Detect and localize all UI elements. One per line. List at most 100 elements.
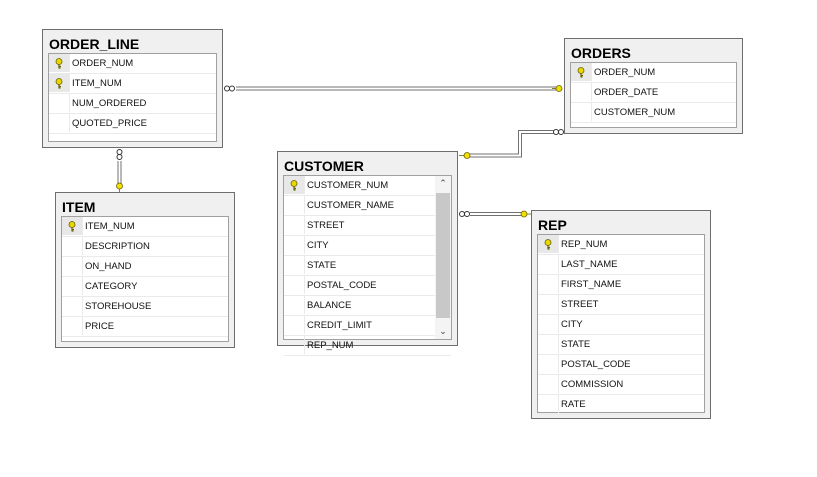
scroll-down-icon[interactable]: ⌄ [439,326,447,336]
column-name: REP_NUM [307,340,354,351]
column-row[interactable]: CUSTOMER_NUM [284,176,451,196]
table-title: ORDER_LINE [49,36,140,52]
column-name: STREET [561,299,599,310]
row-selector [49,94,70,112]
column-list[interactable]: ORDER_NUM ORDER_DATE CUSTOMER_NUM [570,62,737,128]
column-row[interactable]: ITEM_NUM [62,217,228,237]
column-row[interactable]: STOREHOUSE [62,297,228,317]
column-list[interactable]: REP_NUM LAST_NAME FIRST_NAME STREET CITY STAT… [537,234,705,415]
column-row[interactable]: COMMISSION [538,375,704,395]
column-row[interactable]: STATE [284,256,451,276]
column-row[interactable]: STREET [538,295,704,315]
column-row[interactable]: CITY [538,315,704,335]
row-selector [62,277,83,295]
column-name: REP_NUM [561,239,608,250]
key-end-icon [116,182,123,192]
column-row[interactable]: FIRST_NAME [538,275,704,295]
column-row[interactable]: ORDER_NUM [571,63,736,83]
column-row[interactable]: CUSTOMER_NAME [284,196,451,216]
column-row[interactable]: QUOTED_PRICE [49,114,216,134]
column-row[interactable]: STREET [284,216,451,236]
column-row[interactable]: NUM_ORDERED [49,94,216,114]
column-row[interactable]: ON_HAND [62,257,228,277]
column-name: BALANCE [307,300,352,311]
many-end-icon [116,149,123,160]
column-row[interactable]: STATE [538,335,704,355]
column-name: CUSTOMER_NAME [307,200,394,211]
column-name: PRICE [85,321,115,332]
scroll-thumb[interactable] [436,193,450,318]
row-selector [284,196,305,214]
table-order-line[interactable]: ORDER_LINE ORDER_NUM ITEM_NUM NUM_ORDERED QU… [42,29,223,148]
column-name: CITY [561,319,583,330]
many-end-icon [459,211,470,217]
column-row[interactable]: CREDIT_LIMIT [284,316,451,336]
table-title: REP [538,217,567,233]
column-name: ORDER_NUM [72,58,134,69]
row-selector [62,237,83,255]
primary-key-icon [49,54,70,72]
column-row[interactable]: ORDER_DATE [571,83,736,103]
column-list[interactable]: ORDER_NUM ITEM_NUM NUM_ORDERED QUOTED_PRICE [48,53,217,142]
column-row[interactable]: CITY [284,236,451,256]
column-list[interactable]: CUSTOMER_NUM CUSTOMER_NAME STREET CITY STATE… [283,175,452,356]
column-row[interactable]: ITEM_NUM [49,74,216,94]
primary-key-icon [49,74,70,92]
column-row[interactable]: CATEGORY [62,277,228,297]
row-selector [538,395,559,413]
column-row[interactable]: BALANCE [284,296,451,316]
column-row[interactable]: PRICE [62,317,228,337]
row-selector [284,276,305,294]
table-rep[interactable]: REP REP_NUM LAST_NAME FIRST_NAME STREET CITY S… [531,210,711,419]
column-name: ITEM_NUM [72,78,122,89]
column-name: ITEM_NUM [85,221,135,232]
column-row[interactable]: RATE [538,395,704,415]
scrollbar[interactable]: ⌃⌄ [435,176,451,339]
key-end-icon [459,152,471,159]
row-selector [538,355,559,373]
column-row[interactable]: DESCRIPTION [62,237,228,257]
row-selector [284,316,305,334]
column-row[interactable]: LAST_NAME [538,255,704,275]
column-row[interactable]: REP_NUM [284,336,451,356]
column-row[interactable]: ORDER_NUM [49,54,216,74]
key-end-icon [552,85,563,92]
column-name: STATE [307,260,337,271]
row-selector [284,236,305,254]
column-name: CREDIT_LIMIT [307,320,372,331]
primary-key-icon [284,176,305,194]
column-row[interactable]: CUSTOMER_NUM [571,103,736,123]
scroll-up-icon[interactable]: ⌃ [439,178,447,188]
column-row[interactable]: POSTAL_CODE [538,355,704,375]
column-name: STREET [307,220,345,231]
row-selector [49,114,70,132]
column-row[interactable]: REP_NUM [538,235,704,255]
column-name: CUSTOMER_NUM [594,107,676,118]
primary-key-icon [571,63,592,81]
row-selector [62,297,83,315]
column-name: CITY [307,240,329,251]
primary-key-icon [538,235,559,253]
column-name: LAST_NAME [561,259,618,270]
column-name: STOREHOUSE [85,301,152,312]
column-name: QUOTED_PRICE [72,118,147,129]
row-selector [538,275,559,293]
relationship-orderline-orders [236,86,556,91]
column-name: CUSTOMER_NUM [307,180,389,191]
column-row[interactable]: POSTAL_CODE [284,276,451,296]
column-name: CATEGORY [85,281,138,292]
column-name: POSTAL_CODE [307,280,377,291]
many-end-icon [553,129,564,135]
row-selector [62,257,83,275]
column-name: COMMISSION [561,379,624,390]
column-name: ORDER_DATE [594,87,659,98]
relationship-orderline-item [117,161,122,184]
row-selector [538,335,559,353]
row-selector [538,255,559,273]
row-selector [62,317,83,335]
